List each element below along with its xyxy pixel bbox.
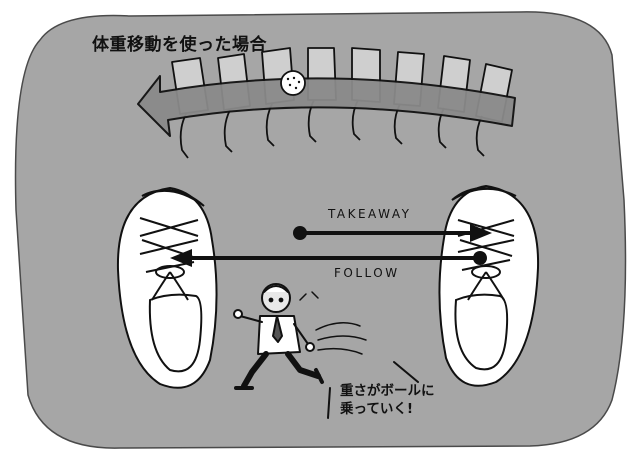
caption: 重さがボールに 乗っていく! xyxy=(340,382,460,418)
illustration-title: 体重移動を使った場合 xyxy=(92,35,267,55)
caption-line-1: 重さがボールに xyxy=(340,383,435,399)
golf-ball-icon xyxy=(280,70,306,96)
right-shoe-icon xyxy=(438,184,540,387)
caption-line-2: 乗っていく! xyxy=(340,401,413,417)
caption-tick-marks xyxy=(327,361,419,419)
takeaway-arrow xyxy=(293,224,492,242)
follow-label: FOLLOW xyxy=(334,266,400,280)
motion-lines-icon xyxy=(299,291,367,355)
follow-arrow xyxy=(170,249,487,267)
takeaway-label: TAKEAWAY xyxy=(328,207,412,221)
running-man-icon xyxy=(233,283,324,390)
left-shoe-icon xyxy=(116,186,218,389)
